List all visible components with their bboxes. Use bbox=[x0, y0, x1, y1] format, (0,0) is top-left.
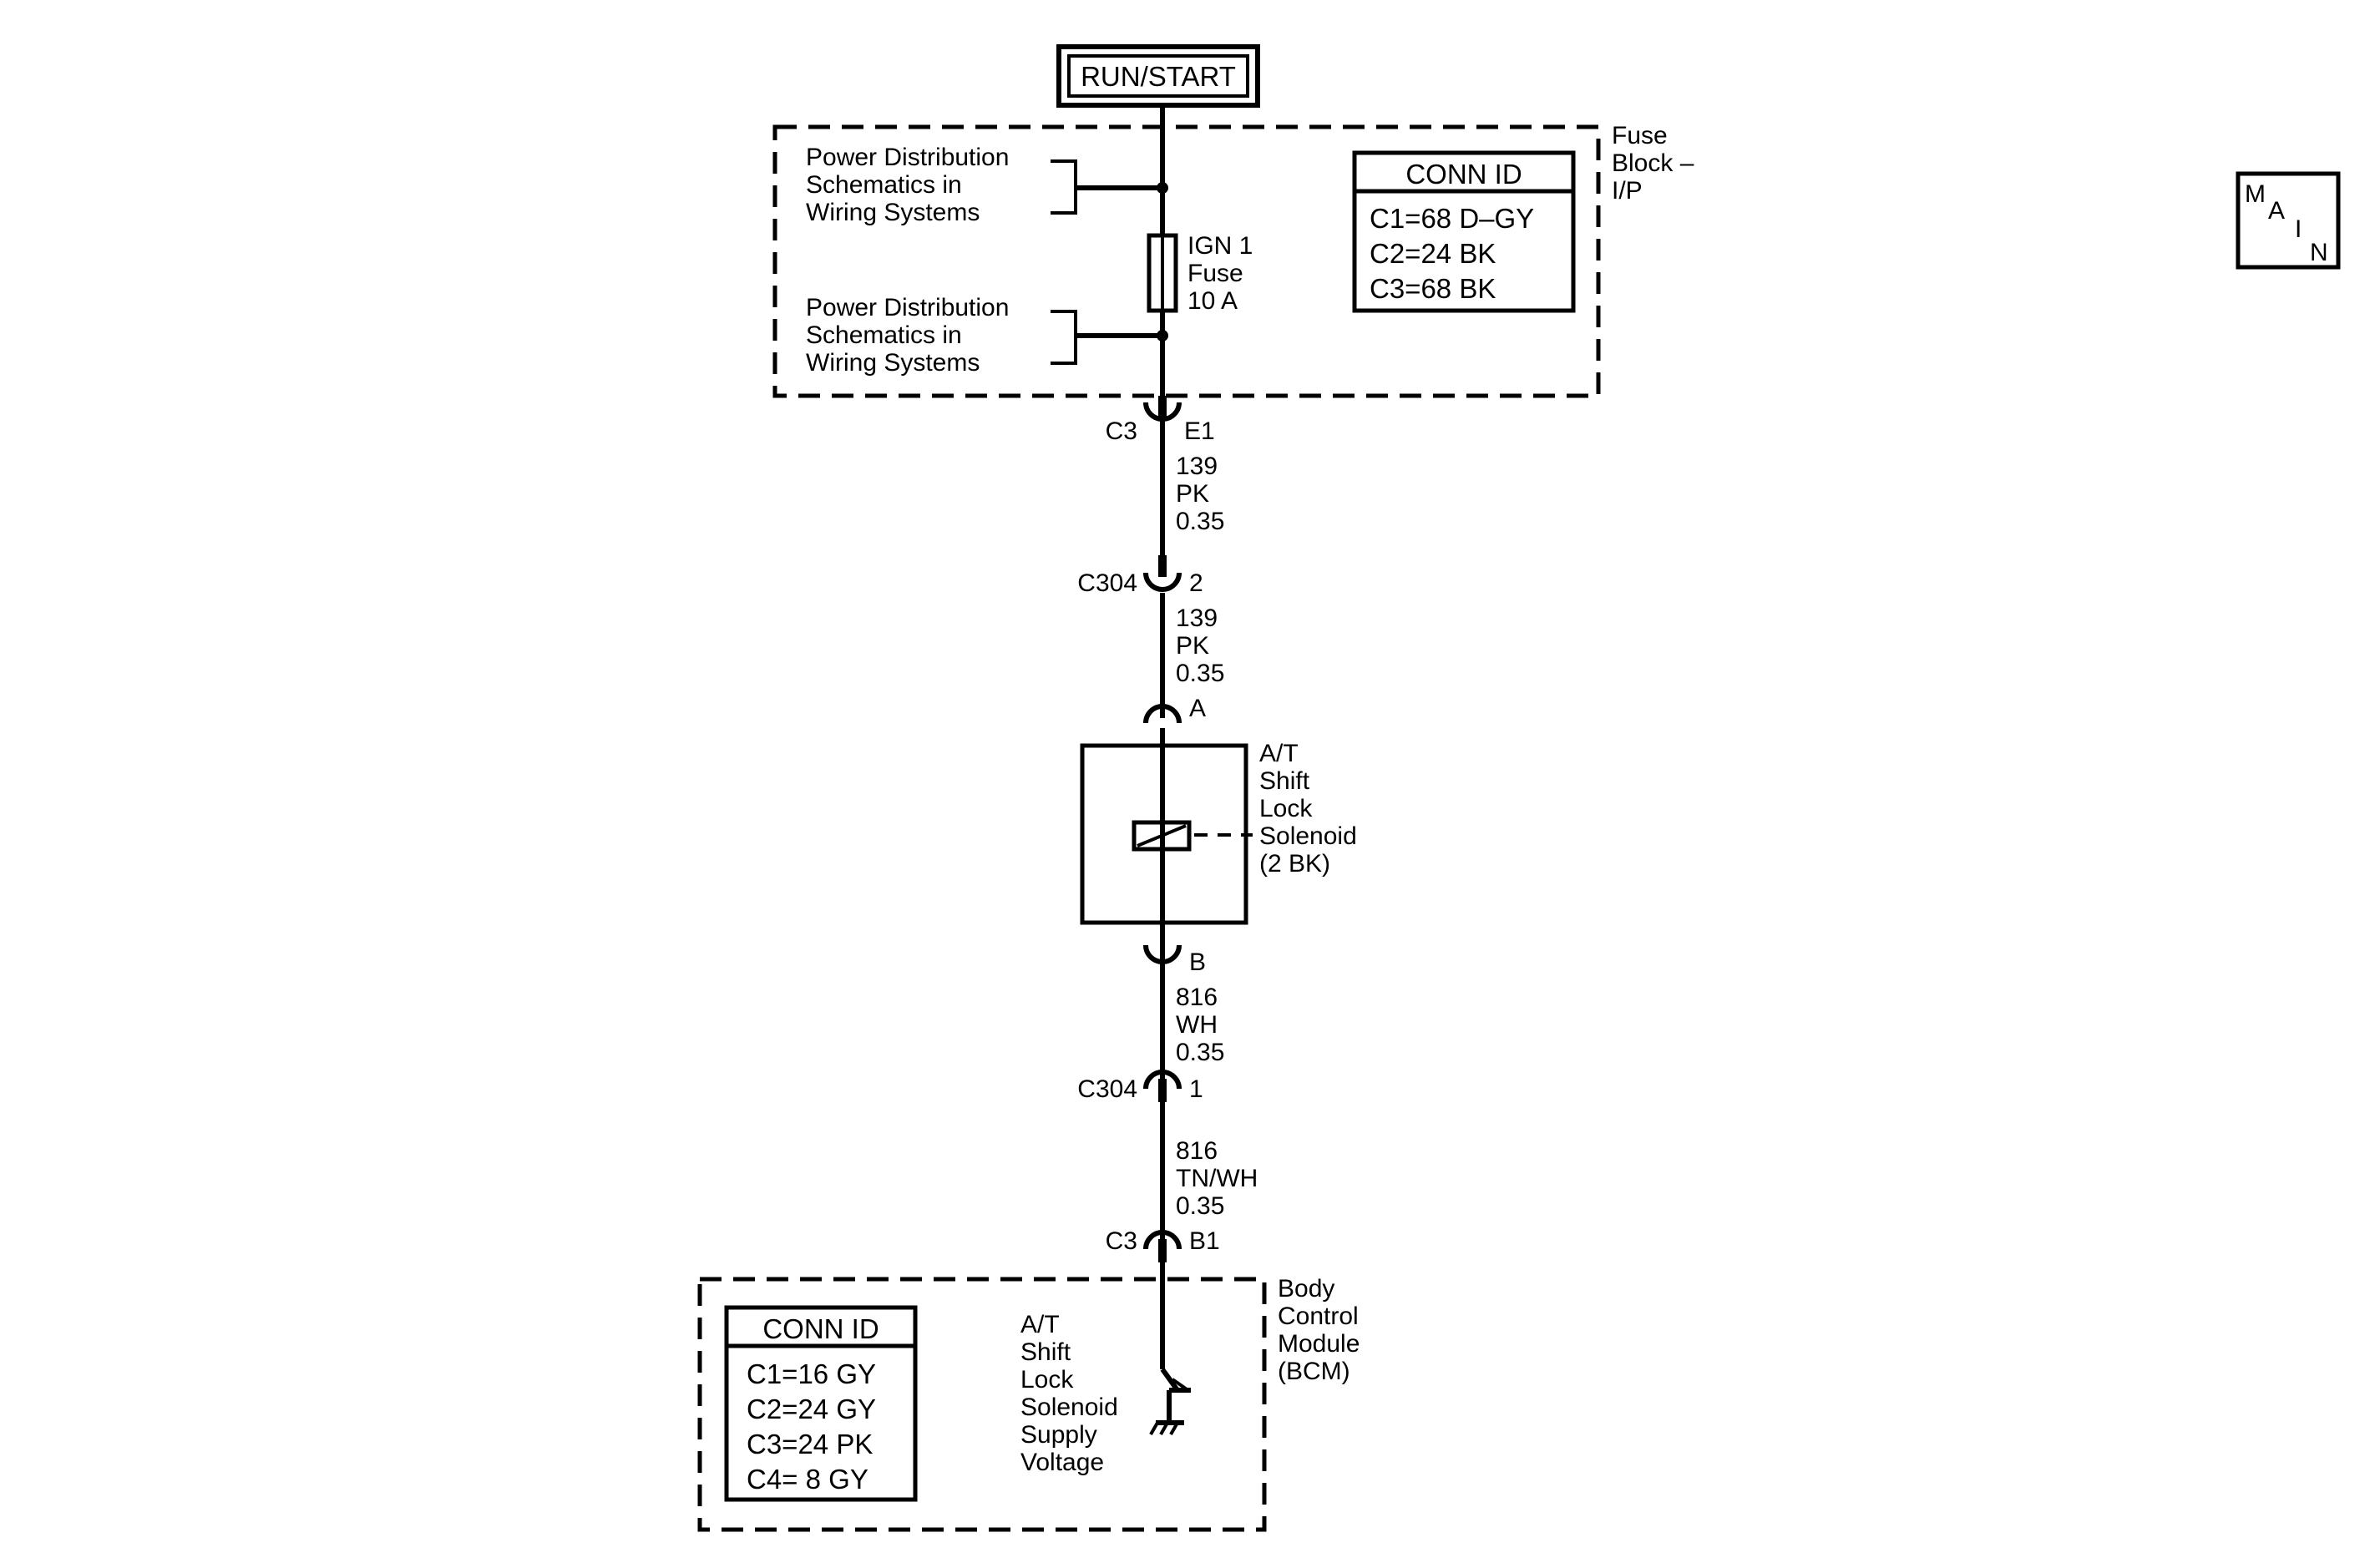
svg-text:Supply: Supply bbox=[1020, 1421, 1097, 1449]
svg-text:A: A bbox=[1189, 695, 1206, 722]
svg-text:Schematics in: Schematics in bbox=[806, 321, 962, 349]
ground-icon bbox=[1149, 1420, 1184, 1435]
connector-c304-1: C304 1 bbox=[1077, 1070, 1203, 1103]
svg-text:I: I bbox=[2295, 215, 2302, 243]
svg-text:PK: PK bbox=[1176, 480, 1209, 508]
svg-text:(BCM): (BCM) bbox=[1278, 1358, 1350, 1385]
svg-text:M: M bbox=[2245, 180, 2266, 208]
svg-text:0.35: 0.35 bbox=[1176, 508, 1224, 535]
bcm-title: Body Control Module (BCM) bbox=[1278, 1275, 1360, 1385]
svg-text:Fuse: Fuse bbox=[1187, 260, 1243, 287]
connector-c3-b1: C3 B1 bbox=[1106, 1227, 1220, 1262]
svg-text:C2=24 BK: C2=24 BK bbox=[1370, 238, 1496, 269]
svg-text:CONN ID: CONN ID bbox=[762, 1313, 879, 1344]
svg-text:A: A bbox=[2268, 197, 2285, 225]
svg-text:Wiring Systems: Wiring Systems bbox=[806, 199, 980, 226]
svg-text:Schematics in: Schematics in bbox=[806, 171, 962, 199]
svg-text:C3=24 PK: C3=24 PK bbox=[747, 1429, 873, 1459]
fuse-block-conn-id-table: CONN ID C1=68 D–GY C2=24 BK C3=68 BK bbox=[1352, 150, 1576, 313]
svg-text:Voltage: Voltage bbox=[1020, 1449, 1104, 1476]
connector-c3-e1: C3 E1 bbox=[1106, 396, 1215, 445]
svg-text:Body: Body bbox=[1278, 1275, 1334, 1303]
svg-text:0.35: 0.35 bbox=[1176, 660, 1224, 687]
svg-text:139: 139 bbox=[1176, 604, 1218, 632]
svg-text:2: 2 bbox=[1189, 569, 1203, 597]
power-source-label: RUN/START bbox=[1081, 61, 1236, 92]
svg-text:139: 139 bbox=[1176, 453, 1218, 480]
svg-text:C3: C3 bbox=[1106, 1227, 1137, 1255]
svg-text:Shift: Shift bbox=[1259, 767, 1310, 795]
svg-text:816: 816 bbox=[1176, 984, 1218, 1011]
svg-text:Shift: Shift bbox=[1020, 1338, 1071, 1366]
connector-b: B bbox=[1143, 944, 1206, 976]
svg-text:CONN ID: CONN ID bbox=[1405, 159, 1522, 190]
bcm-function-label: A/T Shift Lock Solenoid Supply Voltage bbox=[1020, 1311, 1118, 1476]
svg-text:C3=68 BK: C3=68 BK bbox=[1370, 273, 1496, 304]
svg-text:C3: C3 bbox=[1106, 417, 1137, 445]
ign1-fuse: IGN 1 Fuse 10 A bbox=[1147, 232, 1253, 315]
power-source-box: RUN/START bbox=[1056, 44, 1260, 108]
svg-text:I/P: I/P bbox=[1612, 177, 1643, 205]
svg-text:Fuse: Fuse bbox=[1612, 122, 1668, 149]
svg-text:Solenoid: Solenoid bbox=[1259, 822, 1357, 850]
svg-text:Module: Module bbox=[1278, 1330, 1360, 1358]
svg-text:Block –: Block – bbox=[1612, 149, 1694, 177]
svg-text:A/T: A/T bbox=[1259, 740, 1299, 767]
svg-text:PK: PK bbox=[1176, 632, 1209, 660]
svg-text:C4= 8 GY: C4= 8 GY bbox=[747, 1464, 868, 1495]
svg-text:C304: C304 bbox=[1077, 569, 1137, 597]
svg-text:Control: Control bbox=[1278, 1303, 1359, 1330]
svg-text:Wiring Systems: Wiring Systems bbox=[806, 349, 980, 377]
svg-text:Solenoid: Solenoid bbox=[1020, 1394, 1118, 1421]
wire-label-4: 816 TN/WH 0.35 bbox=[1176, 1137, 1258, 1220]
power-distribution-ref-1: Power Distribution Schematics in Wiring … bbox=[806, 144, 1168, 226]
svg-text:Lock: Lock bbox=[1259, 795, 1313, 822]
bcm-outline bbox=[697, 1277, 1267, 1532]
svg-text:Lock: Lock bbox=[1020, 1366, 1074, 1394]
svg-text:816: 816 bbox=[1176, 1137, 1218, 1165]
svg-text:E1: E1 bbox=[1184, 417, 1215, 445]
svg-text:0.35: 0.35 bbox=[1176, 1192, 1224, 1220]
wire-label-3: 816 WH 0.35 bbox=[1176, 984, 1224, 1066]
svg-text:10 A: 10 A bbox=[1187, 287, 1238, 315]
svg-text:Power Distribution: Power Distribution bbox=[806, 294, 1009, 321]
svg-text:IGN 1: IGN 1 bbox=[1187, 232, 1253, 260]
connector-c304-2: C304 2 bbox=[1077, 555, 1203, 597]
svg-text:0.35: 0.35 bbox=[1176, 1039, 1224, 1066]
svg-text:TN/WH: TN/WH bbox=[1176, 1165, 1258, 1192]
main-badge[interactable]: M A I N bbox=[2236, 171, 2341, 270]
wire-label-1: 139 PK 0.35 bbox=[1176, 453, 1224, 535]
bcm-switch bbox=[1160, 1368, 1191, 1421]
svg-text:A/T: A/T bbox=[1020, 1311, 1060, 1338]
bcm-conn-id-table: CONN ID C1=16 GY C2=24 GY C3=24 PK C4= 8… bbox=[724, 1305, 918, 1502]
connector-a: A bbox=[1143, 695, 1206, 724]
svg-text:C1=16 GY: C1=16 GY bbox=[747, 1358, 876, 1389]
svg-text:B1: B1 bbox=[1189, 1227, 1220, 1255]
shift-lock-solenoid: A/T Shift Lock Solenoid (2 BK) bbox=[1080, 735, 1357, 933]
fuse-block-title: Fuse Block – I/P bbox=[1612, 122, 1694, 205]
svg-text:C2=24 GY: C2=24 GY bbox=[747, 1394, 876, 1424]
svg-text:B: B bbox=[1189, 948, 1206, 976]
svg-text:Power Distribution: Power Distribution bbox=[806, 144, 1009, 171]
wire-label-2: 139 PK 0.35 bbox=[1176, 604, 1224, 687]
svg-text:C1=68 D–GY: C1=68 D–GY bbox=[1370, 203, 1534, 234]
svg-text:N: N bbox=[2310, 239, 2328, 266]
svg-text:C304: C304 bbox=[1077, 1075, 1137, 1103]
svg-text:1: 1 bbox=[1189, 1075, 1203, 1103]
svg-text:WH: WH bbox=[1176, 1011, 1218, 1039]
svg-text:(2 BK): (2 BK) bbox=[1259, 850, 1330, 878]
fuse-block-outline bbox=[772, 124, 1601, 398]
power-distribution-ref-2: Power Distribution Schematics in Wiring … bbox=[806, 294, 1168, 377]
